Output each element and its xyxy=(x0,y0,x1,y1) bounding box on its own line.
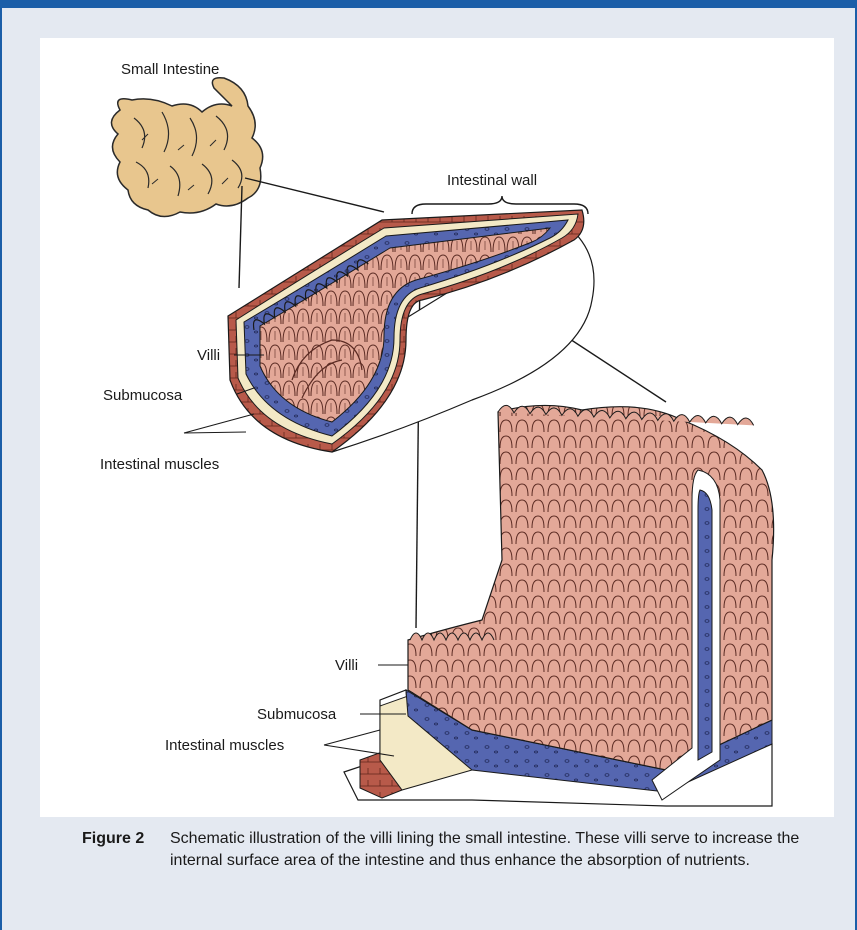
submucosa-label-top: Submucosa xyxy=(103,387,183,404)
intestinal-muscles-label-bottom: Intestinal muscles xyxy=(165,737,284,754)
villi-label-bottom: Villi xyxy=(335,657,358,674)
magnified-villi-block xyxy=(344,405,774,806)
caption-text: Schematic illustration of the villi lini… xyxy=(170,828,810,872)
intestinal-wall-label: Intestinal wall xyxy=(447,172,537,189)
small-intestine-shape xyxy=(111,78,262,217)
villi-label-top: Villi xyxy=(197,347,220,364)
figure-number: Figure 2 xyxy=(82,828,144,850)
small-intestine-label: Small Intestine xyxy=(121,61,219,78)
intestinal-muscles-label-top: Intestinal muscles xyxy=(100,456,219,473)
submucosa-label-bottom: Submucosa xyxy=(257,706,337,723)
